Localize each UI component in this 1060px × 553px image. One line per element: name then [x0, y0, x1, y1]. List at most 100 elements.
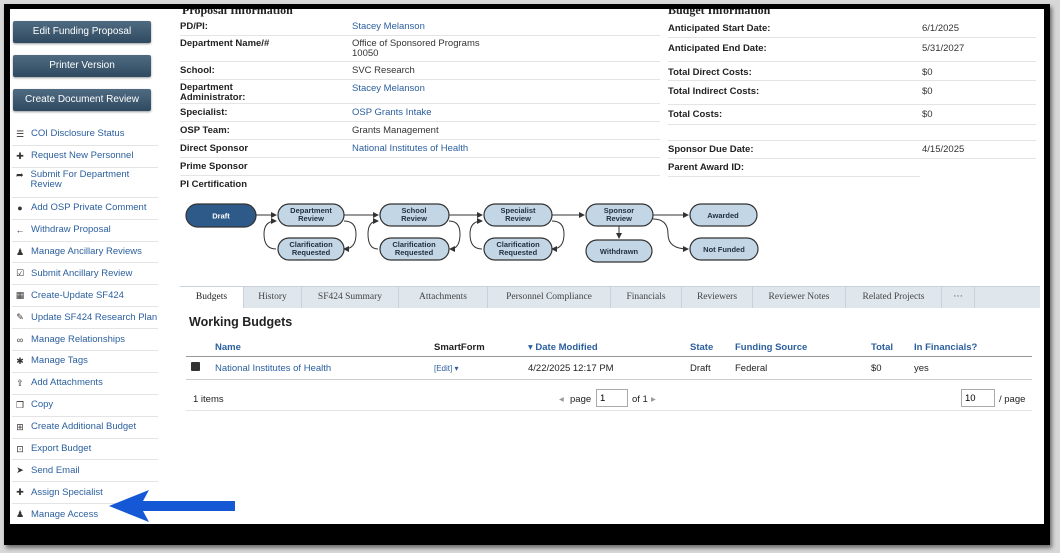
tab-reviewers[interactable]: Reviewers: [682, 287, 753, 308]
budget-info-table: Anticipated Start Date:6/1/2025 Anticipa…: [668, 18, 1036, 177]
back-arrow-icon: ←: [15, 225, 25, 236]
svg-text:Review: Review: [401, 214, 427, 223]
upload-icon: ⇪: [16, 377, 24, 388]
edit-icon: ✎: [16, 312, 24, 323]
sidebar-item-osp-comment[interactable]: ●Add OSP Private Comment: [12, 198, 158, 220]
sidebar-item-create-sf424[interactable]: ▦Create-Update SF424: [12, 285, 158, 308]
sidebar-item-assign-specialist[interactable]: ✚Assign Specialist: [12, 482, 158, 505]
sidebar-item-submit-department[interactable]: ➦Submit For Department Review: [12, 168, 158, 198]
pagination: 1 items ◂ page of 1 ▸ / page: [186, 386, 1032, 411]
svg-text:Awarded: Awarded: [707, 211, 739, 220]
prev-page-icon[interactable]: ◂: [559, 394, 564, 405]
people-icon: ♟: [15, 246, 25, 257]
col-date-modified[interactable]: ▾ Date Modified: [528, 342, 598, 353]
sidebar-item-manage-tags[interactable]: ✱Manage Tags: [12, 351, 158, 373]
tab-related-projects[interactable]: Related Projects: [846, 287, 942, 308]
sidebar-item-add-attachments[interactable]: ⇪Add Attachments: [12, 373, 158, 395]
col-name[interactable]: Name: [215, 342, 241, 353]
tab-personnel-compliance[interactable]: Personnel Compliance: [488, 287, 611, 308]
link-icon: ∞: [16, 334, 24, 345]
workflow-node-awarded: [689, 203, 758, 227]
svg-text:Review: Review: [606, 214, 632, 223]
sidebar-item-manage-relationships[interactable]: ∞Manage Relationships: [12, 329, 158, 352]
tab-financials[interactable]: Financials: [611, 287, 682, 308]
workflow-node-dept-review: [277, 203, 345, 227]
proposal-row: Specialist:OSP Grants Intake: [180, 104, 660, 122]
workflow-node-withdrawn: [585, 239, 653, 263]
svg-text:Requested: Requested: [499, 248, 538, 257]
screenshot-frame: Edit Funding Proposal Printer Version Cr…: [4, 4, 1050, 545]
col-total[interactable]: Total: [871, 342, 893, 353]
svg-text:Sponsor: Sponsor: [604, 206, 634, 215]
sidebar-item-request-personnel[interactable]: ✚Request New Personnel: [12, 146, 158, 168]
tab-history[interactable]: History: [244, 287, 302, 308]
people-icon: ♟: [15, 509, 25, 520]
specialist-link[interactable]: OSP Grants Intake: [352, 107, 432, 118]
sidebar-item-withdraw[interactable]: ←Withdraw Proposal: [12, 220, 158, 242]
tab-more[interactable]: ···: [942, 287, 975, 308]
svg-text:Draft: Draft: [212, 212, 230, 221]
sidebar-item-create-budget[interactable]: ⊞Create Additional Budget: [12, 417, 158, 439]
tab-reviewer-notes[interactable]: Reviewer Notes: [753, 287, 846, 308]
sidebar-item-export-budget[interactable]: ⊡Export Budget: [12, 439, 158, 461]
dept-admin-link[interactable]: Stacey Melanson: [352, 83, 425, 94]
page-size-label: / page: [999, 394, 1026, 405]
workflow-node-not-funded: [689, 237, 759, 261]
budget-row: Total Indirect Costs:$0: [668, 81, 1036, 105]
proposal-row: Department Name/#Office of Sponsored Pro…: [180, 36, 660, 62]
proposal-row: Department Administrator:Stacey Melanson: [180, 80, 660, 104]
page-input[interactable]: [596, 389, 628, 407]
sidebar-item-coi-disclosure[interactable]: ☰COI Disclosure Status: [12, 124, 158, 146]
printer-version-button[interactable]: Printer Version: [13, 55, 151, 77]
page-total: of 1: [632, 394, 648, 405]
cell-state: Draft: [690, 363, 711, 374]
sidebar-item-submit-ancillary[interactable]: ☑Submit Ancillary Review: [12, 263, 158, 286]
pi-link[interactable]: Stacey Melanson: [352, 21, 425, 32]
proposal-info-heading: Proposal Information: [182, 9, 293, 17]
edit-funding-proposal-button[interactable]: Edit Funding Proposal: [13, 21, 151, 43]
sidebar-item-manage-ancillary[interactable]: ♟Manage Ancillary Reviews: [12, 242, 158, 264]
edit-dropdown[interactable]: [Edit] ▾: [434, 364, 459, 373]
budget-name-link[interactable]: National Institutes of Health: [215, 363, 332, 374]
tab-sf424-summary[interactable]: SF424 Summary: [302, 287, 399, 308]
budget-row: Parent Award ID:: [668, 159, 920, 177]
workflow-node-clarification-1: [277, 237, 345, 261]
main-content: Proposal Information Budget Information …: [180, 9, 1040, 524]
workflow-node-sponsor-review: [585, 203, 654, 227]
svg-text:Clarification: Clarification: [392, 240, 436, 249]
page-size-input[interactable]: [961, 389, 995, 407]
sidebar-item-manage-access[interactable]: ♟Manage Access: [12, 504, 158, 524]
sidebar-item-send-email[interactable]: ➤Send Email: [12, 460, 158, 483]
svg-text:Requested: Requested: [395, 248, 434, 257]
sidebar-item-update-research-plan[interactable]: ✎Update SF424 Research Plan: [12, 307, 158, 330]
svg-text:Withdrawn: Withdrawn: [600, 247, 639, 256]
cell-total: $0: [871, 363, 882, 374]
workflow-node-clarification-2: [379, 237, 450, 261]
export-icon: ⊡: [16, 443, 24, 454]
direct-sponsor-link[interactable]: National Institutes of Health: [352, 143, 469, 154]
proposal-row: PD/PI:Stacey Melanson: [180, 18, 660, 36]
col-funding-source[interactable]: Funding Source: [735, 342, 808, 353]
budgets-table-header: Name SmartForm ▾ Date Modified State Fun…: [186, 339, 1032, 357]
proposal-row: PI Certification: [180, 179, 248, 190]
sidebar-item-copy[interactable]: ❐Copy: [12, 395, 158, 417]
col-state[interactable]: State: [690, 342, 714, 353]
send-icon: ➤: [16, 465, 24, 476]
list-icon: ☰: [15, 128, 25, 139]
next-page-icon[interactable]: ▸: [651, 394, 656, 405]
gear-icon: ✱: [16, 355, 24, 366]
create-document-review-button[interactable]: Create Document Review: [13, 89, 151, 111]
svg-text:Requested: Requested: [292, 248, 331, 257]
cell-in-financials: yes: [914, 363, 929, 374]
tab-budgets[interactable]: Budgets: [180, 287, 244, 308]
comment-icon: ●: [17, 203, 23, 214]
tab-attachments[interactable]: Attachments: [399, 287, 488, 308]
col-in-financials[interactable]: In Financials?: [914, 342, 978, 353]
activity-list: ☰COI Disclosure Status ✚Request New Pers…: [12, 124, 158, 524]
budget-row: Anticipated Start Date:6/1/2025: [668, 18, 1036, 38]
page-label: page: [570, 394, 592, 405]
proposal-row: School:SVC Research: [180, 62, 660, 80]
budget-info-heading: Budget Information: [668, 9, 771, 17]
svg-text:Review: Review: [505, 214, 531, 223]
